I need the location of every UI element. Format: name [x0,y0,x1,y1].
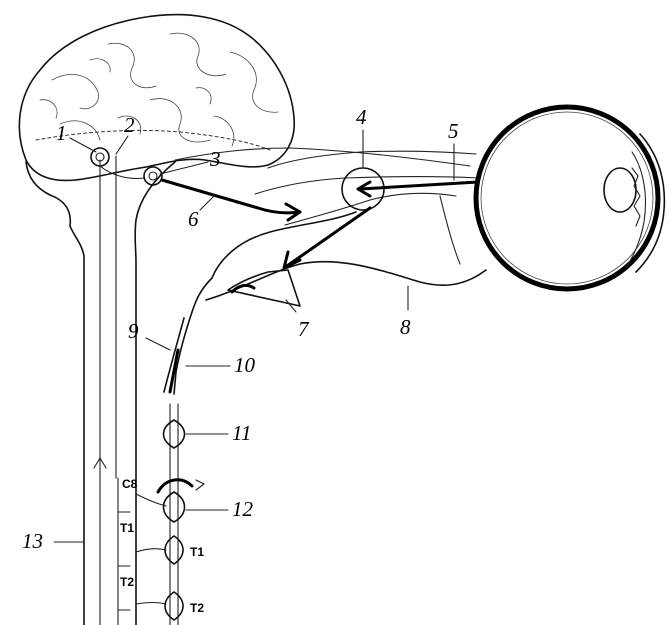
t2-chain-ganglion [165,592,183,620]
label-12: 12 [232,497,254,521]
stellate-ganglion [164,492,185,522]
label-4: 4 [356,105,367,129]
label-10: 10 [234,353,256,377]
rami-communicantes [118,478,166,625]
carotid-sympathetic-plexus [192,196,486,312]
fiber-6 [162,180,300,213]
lens [604,168,636,212]
label-3: 3 [209,147,221,171]
label-8: 8 [400,315,411,339]
label-5: 5 [448,119,459,143]
sympathetic-fiber-to-ganglion [284,208,370,268]
eyeball [476,107,664,289]
label-11: 11 [232,421,251,445]
ansa-subclavia [158,480,192,492]
segment-t1-ganglion: T1 [190,545,204,559]
sympathetic-trunk [164,312,192,394]
sympathetic-arrow [284,252,300,268]
label-13: 13 [22,529,43,553]
descending-tracts [94,156,116,625]
segment-t2-ganglion: T2 [190,601,204,615]
label-6: 6 [188,207,199,231]
segment-t1-box: T1 [120,521,134,535]
postganglionic-fiber-5 [360,182,478,189]
segment-c8: C8 [122,477,138,491]
label-2: 2 [124,113,135,137]
middle-cervical-ganglion [164,420,185,448]
leader-lines [54,130,454,542]
label-1: 1 [56,121,67,145]
t1-chain-ganglion [165,536,183,564]
brain-outline [19,15,294,181]
sympathetic-chain [158,404,204,625]
label-7: 7 [298,317,310,341]
superior-cervical-ganglion [228,270,300,306]
segment-t2-box: T2 [120,575,134,589]
label-9: 9 [128,319,139,343]
